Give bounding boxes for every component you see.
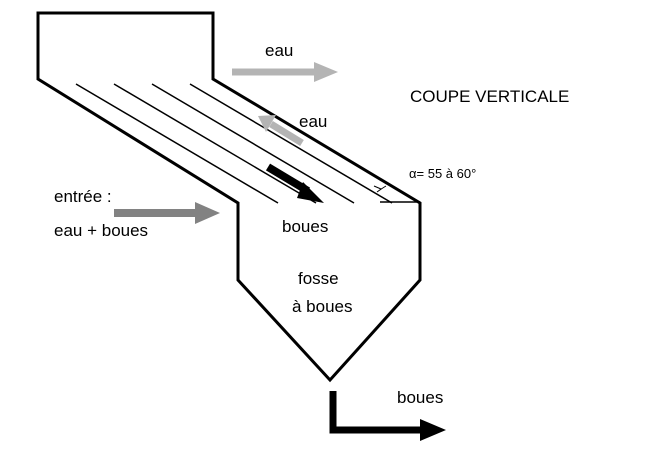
- lamella-plates: [75, 83, 393, 204]
- angle-label: α= 55 à 60°: [409, 166, 477, 181]
- diagram-title: COUPE VERTICALE: [410, 87, 570, 106]
- inlet-arrow: [114, 202, 220, 224]
- angle-tick: [373, 185, 382, 190]
- lamella-plate: [113, 83, 317, 204]
- water-up-label: eau: [299, 112, 328, 131]
- water-out-arrow: [232, 62, 338, 82]
- water-out-label: eau: [265, 41, 294, 60]
- tank-outline: [36, 11, 422, 383]
- pit-label-line1: fosse: [298, 269, 339, 288]
- inlet-label-line2: eau + boues: [54, 221, 149, 240]
- angle-marker: [373, 185, 420, 203]
- sludge-out-arrow: [329, 391, 446, 441]
- inlet-label-line1: entrée :: [54, 187, 112, 206]
- sludge-out-label: boues: [397, 388, 444, 407]
- lamella-plate: [75, 83, 279, 204]
- water-up-arrow: [258, 115, 304, 146]
- sludge-down-arrow: [265, 163, 324, 203]
- lamella-plate: [189, 83, 393, 204]
- sludge-down-label: boues: [282, 217, 329, 236]
- lamella-plate: [151, 83, 355, 204]
- pit-label-line2: à boues: [292, 297, 353, 316]
- angle-arc: [376, 185, 387, 193]
